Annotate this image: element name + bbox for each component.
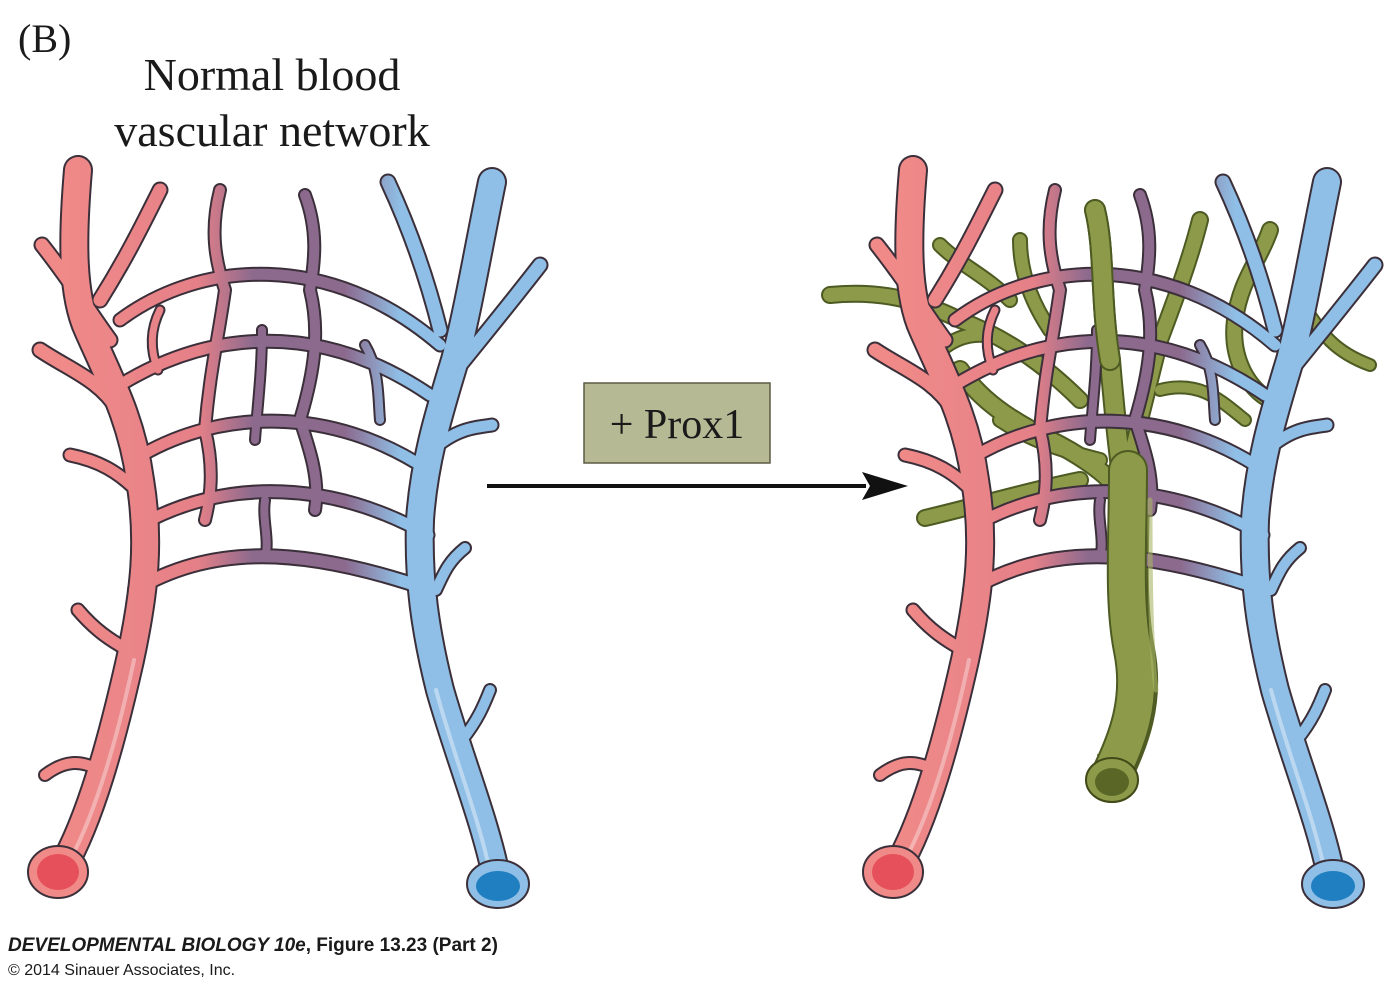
diagram-title-line1: Normal blood xyxy=(144,49,401,100)
prox1-network xyxy=(821,170,1375,908)
diagram-title-line2: vascular network xyxy=(114,105,430,156)
treatment-arrow xyxy=(487,472,908,500)
book-title: DEVELOPMENTAL BIOLOGY 10e xyxy=(8,935,306,956)
treatment-label: + Prox1 xyxy=(610,402,745,448)
figure-credit: DEVELOPMENTAL BIOLOGY 10e, Figure 13.23 … xyxy=(8,935,498,957)
panel-label: (B) xyxy=(18,16,71,61)
treatment-label-box: + Prox1 xyxy=(583,382,771,464)
copyright: © 2014 Sinauer Associates, Inc. xyxy=(8,962,236,979)
normal-vascular-network xyxy=(28,170,540,908)
figure-reference: , Figure 13.23 (Part 2) xyxy=(305,935,498,956)
